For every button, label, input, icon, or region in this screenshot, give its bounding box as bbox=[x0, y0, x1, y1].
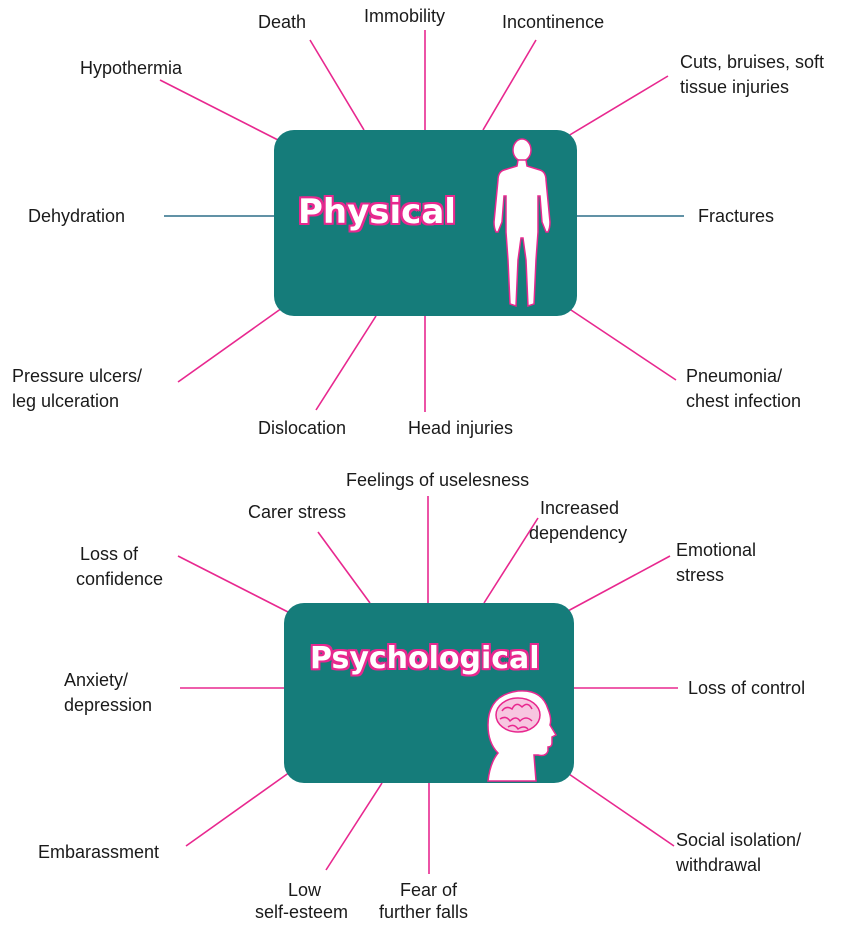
label-dehydration: Dehydration bbox=[28, 206, 126, 226]
line-confidence bbox=[177, 555, 289, 613]
human-figure-icon bbox=[493, 138, 551, 308]
physical-box: Physical bbox=[274, 130, 577, 316]
label-anxiety-line2: depression bbox=[64, 695, 153, 715]
label-cuts-line1: Cuts, bruises, soft bbox=[680, 52, 825, 72]
label-self-esteem-line1: Low bbox=[288, 880, 322, 900]
line-low bbox=[325, 782, 383, 871]
label-embarrassment: Embarassment bbox=[38, 842, 160, 862]
line-death bbox=[309, 39, 365, 131]
line-cuts bbox=[567, 75, 669, 137]
label-self-esteem-line2: self-esteem bbox=[255, 902, 349, 922]
physical-title: Physical bbox=[298, 192, 456, 232]
label-incontinence: Incontinence bbox=[502, 12, 605, 32]
label-confidence-line1: Loss of bbox=[80, 544, 139, 564]
label-death: Death bbox=[258, 12, 307, 32]
label-pneumonia-line1: Pneumonia/ bbox=[686, 366, 783, 386]
label-anxiety-line1: Anxiety/ bbox=[64, 670, 129, 690]
label-carer-stress: Carer stress bbox=[248, 502, 347, 522]
line-pneumonia bbox=[567, 307, 677, 381]
label-uselessness: Feelings of uselesness bbox=[346, 470, 530, 490]
label-loss-of-control: Loss of control bbox=[688, 678, 806, 698]
label-head-injuries: Head injuries bbox=[408, 418, 514, 438]
label-social-line1: Social isolation/ bbox=[676, 830, 802, 850]
label-pressure-line2: leg ulceration bbox=[12, 391, 120, 411]
label-hypothermia: Hypothermia bbox=[80, 58, 183, 78]
line-hypothermia bbox=[159, 79, 279, 141]
label-fear-line1: Fear of bbox=[400, 880, 458, 900]
label-cuts-line2: tissue injuries bbox=[680, 77, 790, 97]
line-dependency bbox=[483, 517, 539, 604]
line-pressure bbox=[177, 307, 283, 383]
label-social-line2: withdrawal bbox=[676, 855, 762, 875]
label-dependency-line2: dependency bbox=[529, 523, 628, 543]
label-pressure-line1: Pressure ulcers/ bbox=[12, 366, 143, 386]
label-emotional-line2: stress bbox=[676, 565, 725, 585]
label-confidence-line2: confidence bbox=[76, 569, 164, 589]
line-incontinence bbox=[482, 39, 537, 131]
line-carer bbox=[317, 531, 371, 604]
line-social bbox=[565, 771, 675, 847]
line-dislocation bbox=[315, 315, 377, 411]
label-fear-line2: further falls bbox=[379, 902, 469, 922]
label-pneumonia-line2: chest infection bbox=[686, 391, 802, 411]
label-dislocation: Dislocation bbox=[258, 418, 347, 438]
psychological-title: Psychological bbox=[310, 641, 540, 676]
head-brain-icon bbox=[487, 690, 558, 782]
line-emotional bbox=[565, 555, 671, 613]
psychological-box: Psychological bbox=[284, 603, 574, 783]
label-fractures: Fractures bbox=[698, 206, 775, 226]
line-embarrassment bbox=[185, 771, 291, 847]
label-immobility: Immobility bbox=[364, 6, 446, 26]
label-dependency-line1: Increased bbox=[540, 498, 620, 518]
label-emotional-line1: Emotional bbox=[676, 540, 757, 560]
